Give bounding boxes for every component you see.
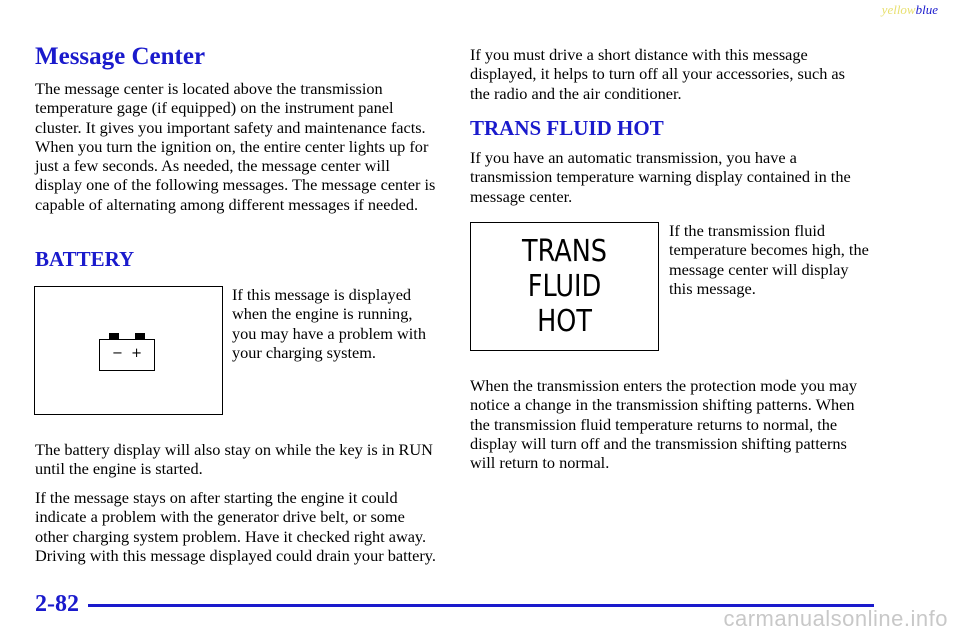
trans-paragraph: When the transmission enters the protect… [470, 376, 858, 473]
intro-paragraph: The message center is located above the … [35, 79, 436, 214]
battery-side-text: If this message is displayed when the en… [232, 285, 426, 362]
battery-heading: BATTERY [35, 247, 135, 271]
trans-display-line-2: FLUID [527, 269, 602, 304]
battery-paragraph-1: The battery display will also stay on wh… [35, 440, 433, 479]
footer-rule [88, 604, 874, 607]
battery-display-illustration: − + [34, 286, 223, 415]
trans-fluid-hot-display: TRANS FLUID HOT [470, 222, 659, 351]
trans-heading: TRANS FLUID HOT [470, 116, 664, 140]
trans-display-line-1: TRANS [522, 234, 607, 269]
plus-sign: + [131, 346, 142, 361]
color-tag-yellow: yellow [881, 2, 916, 17]
battery-terminal-right [135, 333, 145, 339]
battery-paragraph-2: If the message stays on after starting t… [35, 488, 436, 565]
page-number: 2-82 [35, 591, 79, 617]
watermark: carmanualsonline.info [723, 606, 948, 631]
color-tag: yellowblue [882, 2, 938, 18]
trans-side-text: If the transmission fluid temperature be… [669, 221, 869, 298]
battery-terminal-left [109, 333, 119, 339]
trans-display-line-3: HOT [537, 304, 592, 339]
minus-sign: − [112, 346, 123, 361]
right-intro-paragraph: If you must drive a short distance with … [470, 45, 845, 103]
color-tag-blue: blue [915, 2, 938, 17]
page-title: Message Center [35, 43, 206, 70]
battery-icon: − + [99, 339, 155, 371]
trans-intro-paragraph: If you have an automatic transmission, y… [470, 148, 851, 206]
